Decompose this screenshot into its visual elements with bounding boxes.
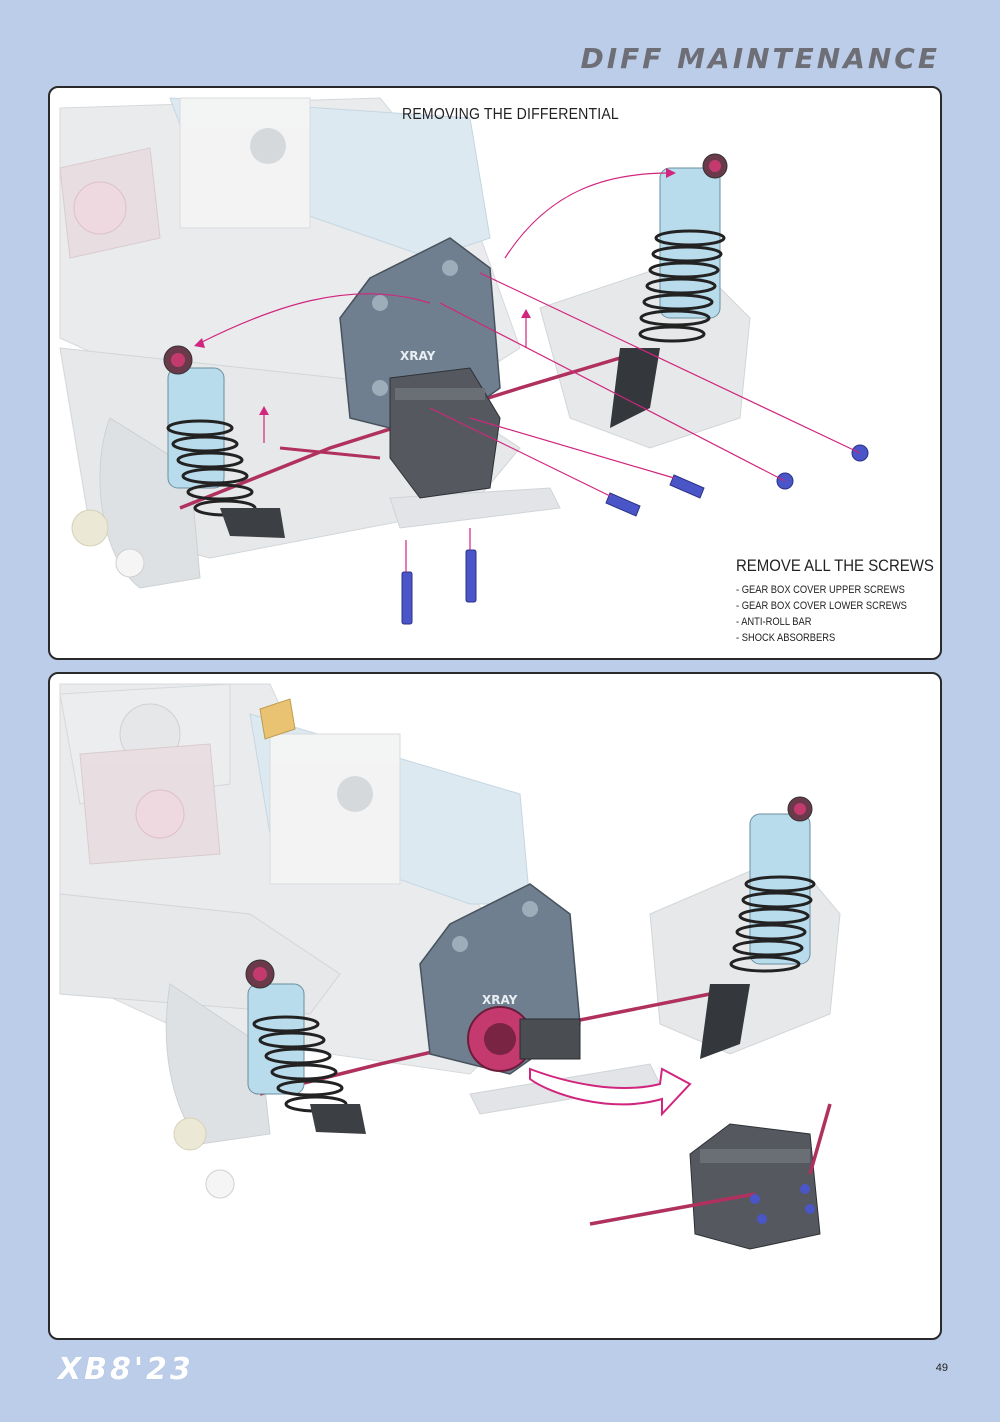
remove-screws-title: REMOVE ALL THE SCREWS bbox=[736, 556, 934, 575]
removal-arrows bbox=[199, 172, 861, 572]
illustration-remove-differential: XRAY bbox=[59, 97, 869, 625]
shock-absorber-left bbox=[245, 959, 366, 1134]
shock-absorber-right bbox=[700, 796, 816, 1059]
differential-gear bbox=[467, 1006, 581, 1072]
arrow-heads bbox=[194, 168, 676, 415]
remove-screws-list: - GEAR BOX COVER UPPER SCREWS - GEAR BOX… bbox=[736, 582, 940, 646]
model-logo: XB8'23 bbox=[58, 1352, 194, 1387]
page-number: 49 bbox=[935, 1362, 948, 1374]
shock-absorber-left bbox=[163, 345, 285, 538]
remove-item: - ANTI-ROLL BAR bbox=[736, 616, 812, 628]
removed-gear-box-cover bbox=[589, 1103, 832, 1250]
xray-brand-mark: XRAY bbox=[482, 993, 518, 1007]
rotation-arrow bbox=[529, 1067, 692, 1117]
xray-brand-mark: XRAY bbox=[400, 349, 436, 363]
instruction-panel-diff-removed: XRAY bbox=[48, 672, 942, 1340]
remove-item: - SHOCK ABSORBERS bbox=[736, 632, 836, 644]
instruction-panel-remove-diff: XRAY bbox=[48, 86, 942, 660]
shock-absorber-right bbox=[610, 153, 728, 428]
page-header-title: DIFF MAINTENANCE bbox=[580, 42, 940, 75]
remove-screws-instructions: REMOVE ALL THE SCREWS - GEAR BOX COVER U… bbox=[736, 556, 940, 646]
gear-box-cover bbox=[389, 367, 501, 499]
panel-heading: REMOVING THE DIFFERENTIAL bbox=[402, 106, 619, 123]
remove-item: - GEAR BOX COVER LOWER SCREWS bbox=[736, 600, 907, 612]
illustration-differential-out: XRAY bbox=[59, 683, 841, 1250]
remove-item: - GEAR BOX COVER UPPER SCREWS bbox=[736, 584, 905, 596]
